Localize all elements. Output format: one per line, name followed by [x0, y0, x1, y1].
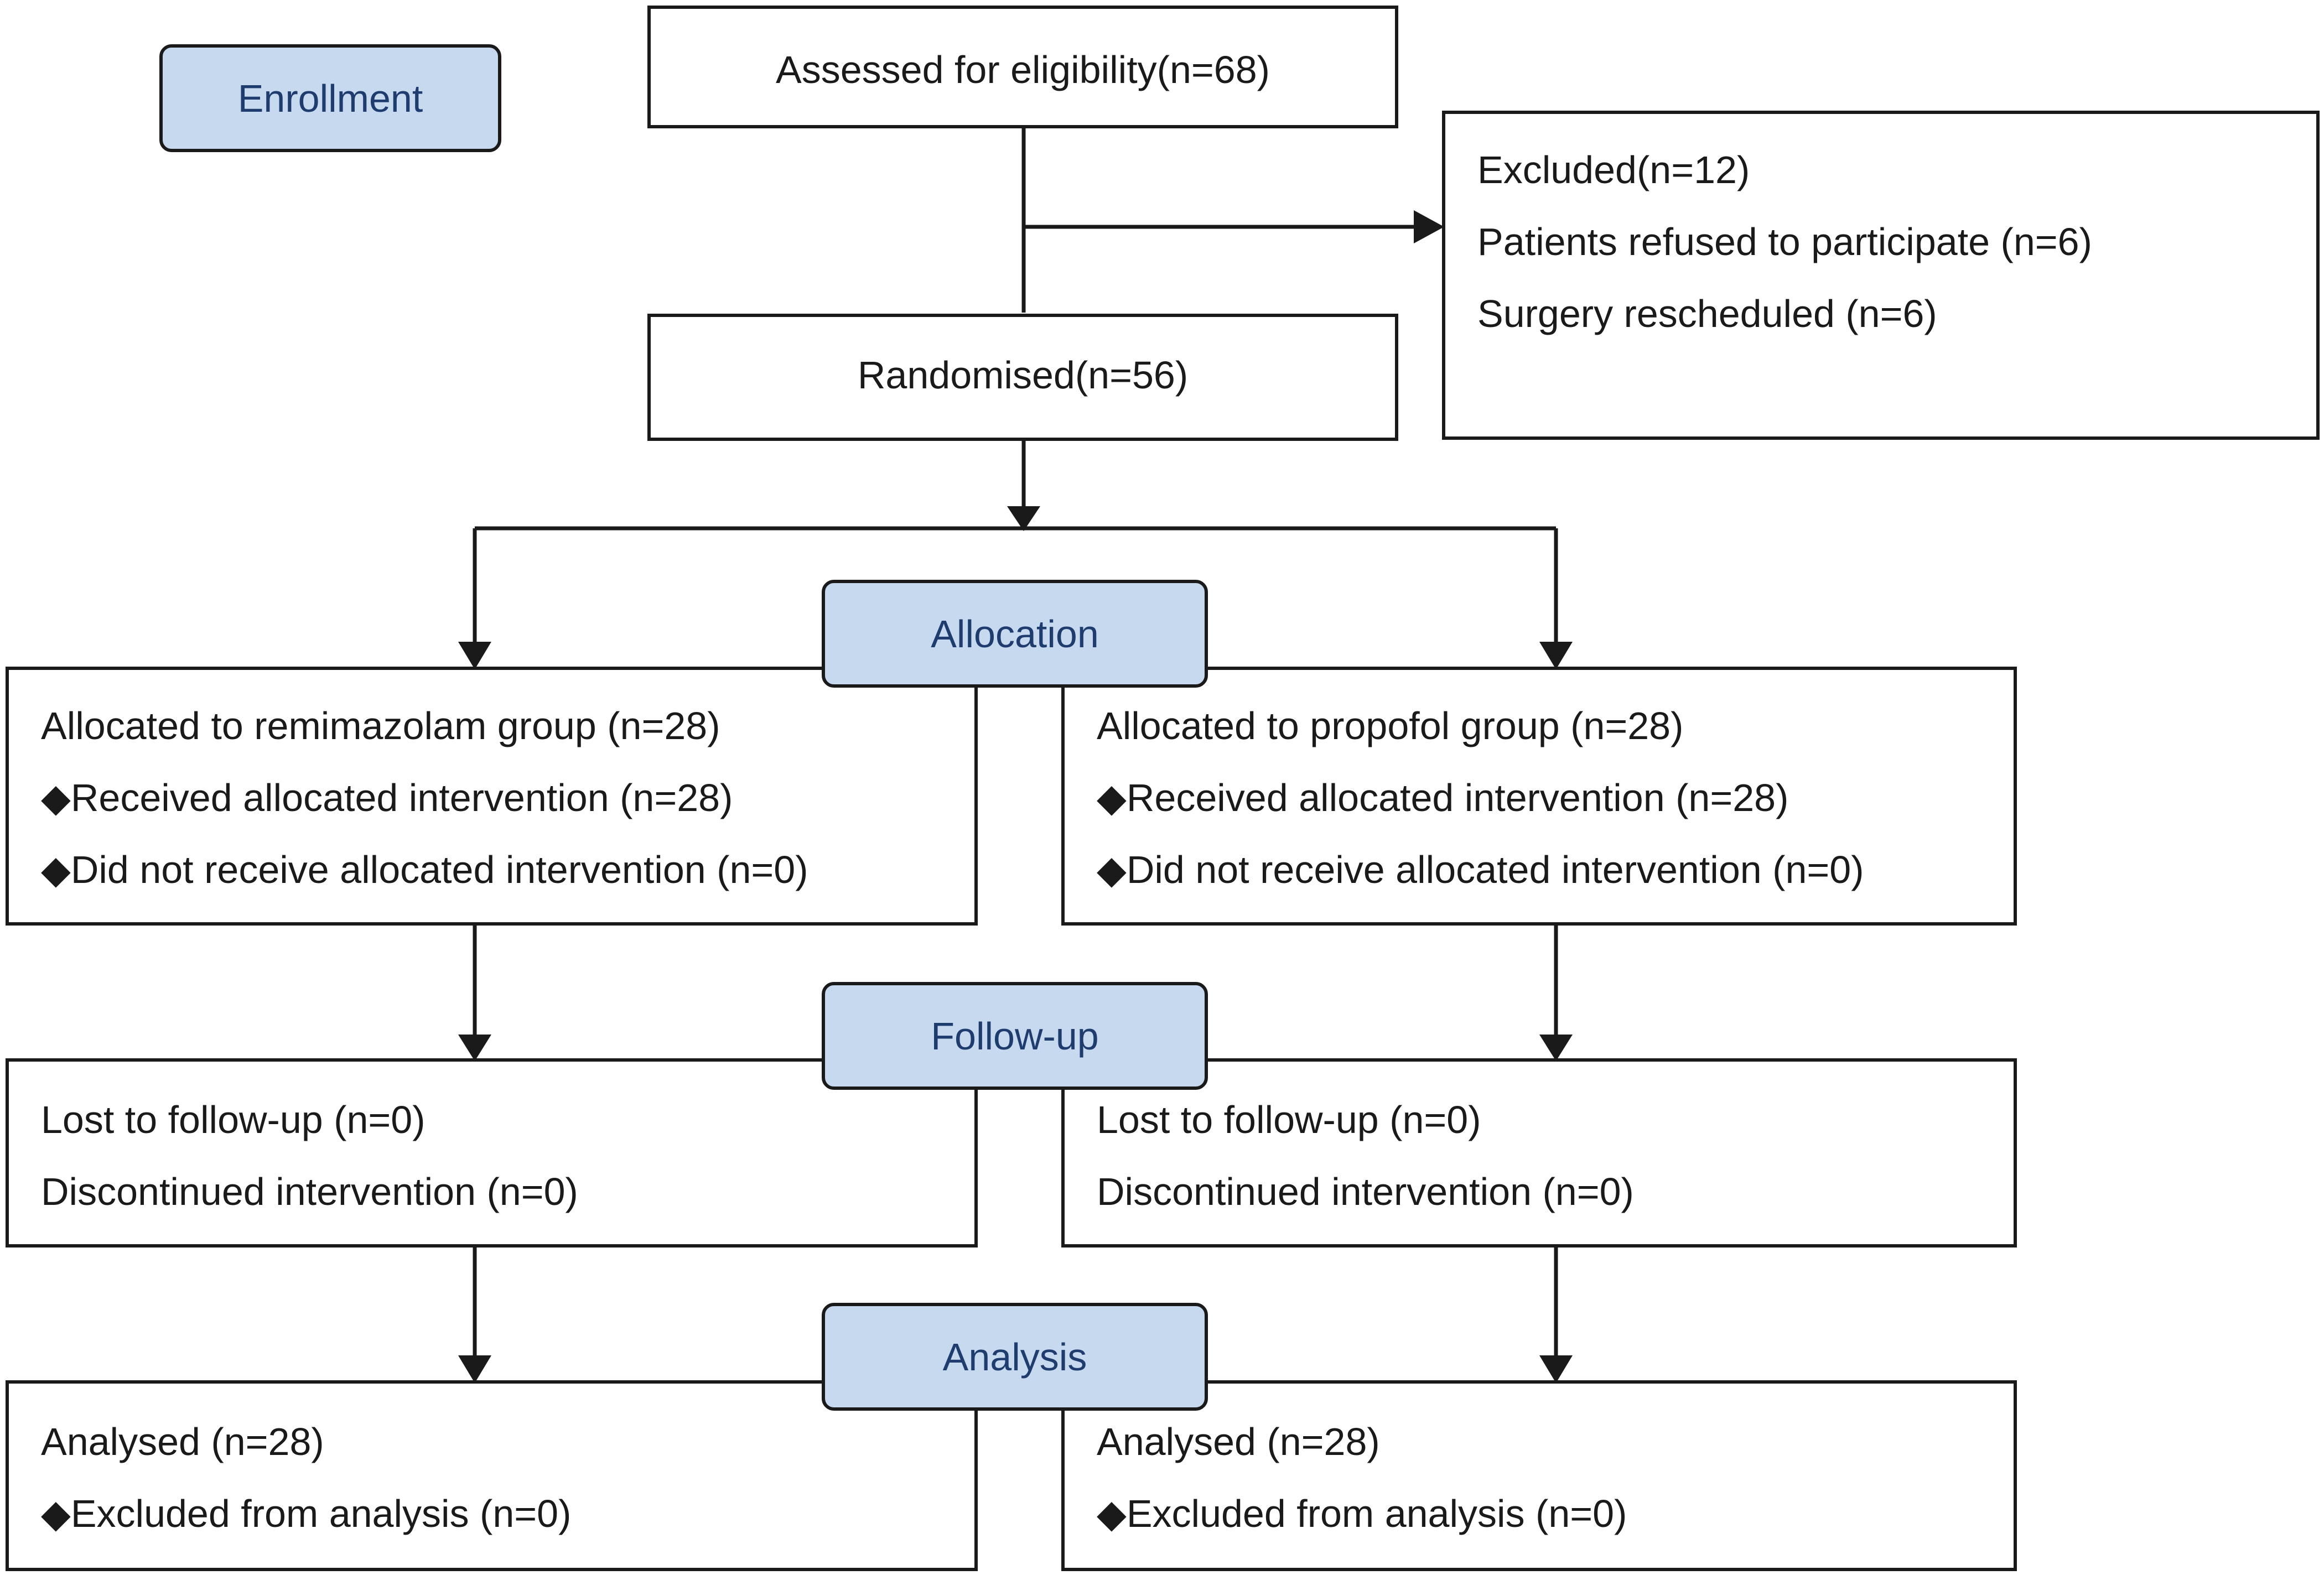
- arrowhead-right-follow-up: [1539, 1035, 1573, 1061]
- arrowhead-excluded: [1414, 210, 1444, 243]
- analysis-analysed: Analysed (n=28): [1097, 1420, 1380, 1463]
- allocation-title: Allocated to propofol group (n=28): [1097, 704, 1684, 747]
- analysis-box-remimazolam: Analysed (n=28) ◆Excluded from analysis …: [6, 1380, 978, 1571]
- follow-up-discontinued: Discontinued intervention (n=0): [1097, 1170, 1634, 1213]
- allocation-box-propofol: Allocated to propofol group (n=28) ◆Rece…: [1061, 667, 2017, 926]
- stage-analysis-label: Analysis: [942, 1335, 1087, 1379]
- arrowhead-left-follow-up: [458, 1035, 491, 1061]
- assessed-text: Assessed for eligibility(n=68): [776, 48, 1270, 91]
- follow-up-lost: Lost to follow-up (n=0): [41, 1098, 426, 1141]
- assessed-box: Assessed for eligibility(n=68): [647, 6, 1398, 128]
- stage-follow-up: Follow-up: [822, 982, 1208, 1090]
- follow-up-discontinued: Discontinued intervention (n=0): [41, 1170, 578, 1213]
- stage-follow-up-label: Follow-up: [931, 1014, 1099, 1058]
- excluded-reason-refused: Patients refused to participate (n=6): [1477, 220, 2092, 263]
- analysis-analysed: Analysed (n=28): [41, 1420, 324, 1463]
- arrowhead-left-allocation: [458, 642, 491, 669]
- randomised-text: Randomised(n=56): [857, 354, 1189, 397]
- stage-allocation-label: Allocation: [931, 612, 1099, 656]
- arrowhead-right-analysis: [1539, 1355, 1573, 1383]
- stage-enrollment: Enrollment: [159, 44, 501, 152]
- randomised-box: Randomised(n=56): [647, 314, 1398, 441]
- stage-allocation: Allocation: [822, 580, 1208, 688]
- excluded-box: Excluded(n=12) Patients refused to parti…: [1442, 111, 2320, 440]
- analysis-excluded: ◆Excluded from analysis (n=0): [41, 1492, 572, 1535]
- stage-analysis: Analysis: [822, 1303, 1208, 1411]
- follow-up-box-propofol: Lost to follow-up (n=0) Discontinued int…: [1061, 1058, 2017, 1247]
- arrowhead-left-analysis: [458, 1355, 491, 1383]
- follow-up-box-remimazolam: Lost to follow-up (n=0) Discontinued int…: [6, 1058, 978, 1247]
- allocation-received: ◆Received allocated intervention (n=28): [1097, 776, 1789, 819]
- allocation-not-received: ◆Did not receive allocated intervention …: [1097, 848, 1864, 891]
- arrowhead-right-allocation: [1539, 642, 1573, 669]
- analysis-box-propofol: Analysed (n=28) ◆Excluded from analysis …: [1061, 1380, 2017, 1571]
- analysis-excluded: ◆Excluded from analysis (n=0): [1097, 1492, 1627, 1535]
- arrowhead-split: [1007, 506, 1040, 531]
- excluded-title: Excluded(n=12): [1477, 148, 1750, 191]
- stage-enrollment-label: Enrollment: [237, 76, 423, 120]
- allocation-title: Allocated to remimazolam group (n=28): [41, 704, 720, 747]
- allocation-box-remimazolam: Allocated to remimazolam group (n=28) ◆R…: [6, 667, 978, 926]
- allocation-received: ◆Received allocated intervention (n=28): [41, 776, 733, 819]
- allocation-not-received: ◆Did not receive allocated intervention …: [41, 848, 808, 891]
- follow-up-lost: Lost to follow-up (n=0): [1097, 1098, 1481, 1141]
- excluded-reason-rescheduled: Surgery rescheduled (n=6): [1477, 292, 1937, 335]
